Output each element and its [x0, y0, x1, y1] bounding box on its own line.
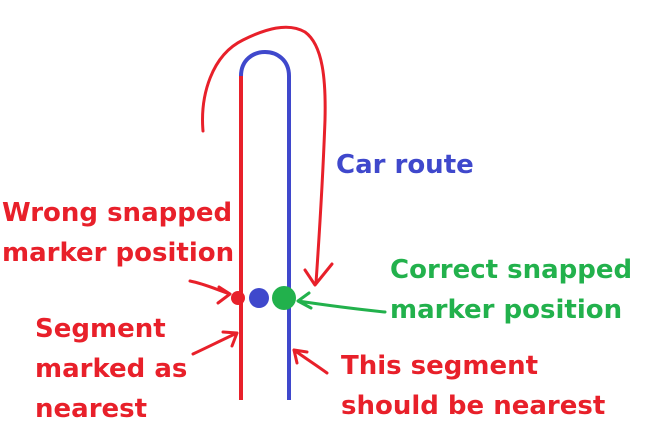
segment-marked-label: Segment marked as nearest [35, 309, 187, 429]
car-route-text: Car route [336, 150, 474, 180]
should-be-nearest-label: This segment should be nearest [341, 346, 605, 426]
correct-snapped-marker [272, 286, 296, 310]
should-be-nearest-line-1: This segment [341, 351, 539, 381]
correct-snapped-line-1: Correct snapped [390, 255, 633, 285]
correct-marker-pointer [296, 291, 387, 314]
correct-segment-pointer [292, 348, 329, 375]
wrong-snapped-line-1: Wrong snapped [2, 198, 233, 228]
car-position-marker [249, 288, 269, 308]
wrong-segment-pointer [191, 330, 239, 356]
car-route-line [239, 50, 291, 400]
wrong-snapped-marker [231, 291, 245, 305]
car-route-label: Car route [336, 145, 474, 185]
wrong-snapped-label: Wrong snapped marker position [2, 193, 234, 273]
correct-snapped-line-2: marker position [390, 295, 623, 325]
wrong-snapped-line-2: marker position [2, 238, 235, 268]
correct-snapped-label: Correct snapped marker position [390, 250, 632, 330]
route-direction-arc [201, 25, 327, 285]
segment-marked-line-1: Segment [35, 314, 166, 344]
route-direction-arrowhead [303, 262, 334, 287]
segment-marked-line-2: marked as [35, 354, 188, 384]
wrong-marker-pointer [188, 279, 232, 305]
should-be-nearest-line-2: should be nearest [341, 391, 606, 421]
segment-marked-line-3: nearest [35, 394, 148, 424]
